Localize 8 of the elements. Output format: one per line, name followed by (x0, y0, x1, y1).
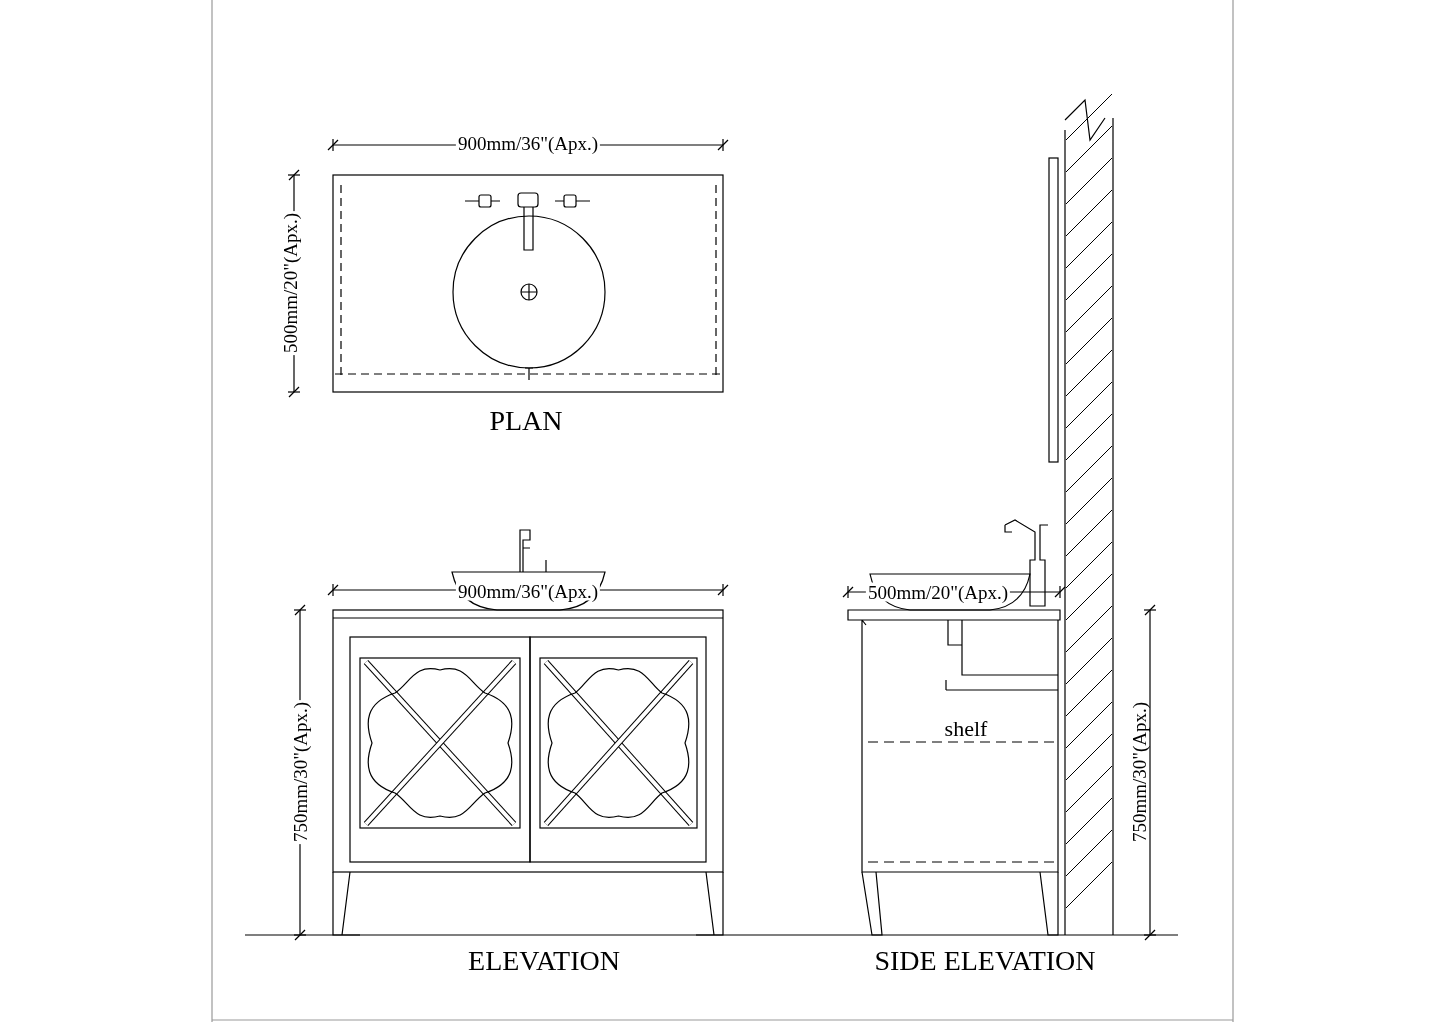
dimension-label: 500mm/20"(Apx.) (865, 582, 1011, 602)
view-title: SIDE ELEVATION (874, 947, 1096, 975)
dimension-label: 900mm/36"(Apx.) (455, 581, 601, 601)
view-title: ELEVATION (468, 947, 620, 975)
dimension-label: 900mm/36"(Apx.) (455, 133, 601, 153)
dimension-label: 500mm/20"(Apx.) (280, 210, 300, 356)
dimension-label: 750mm/30"(Apx.) (290, 699, 310, 845)
view-title: PLAN (489, 407, 563, 435)
